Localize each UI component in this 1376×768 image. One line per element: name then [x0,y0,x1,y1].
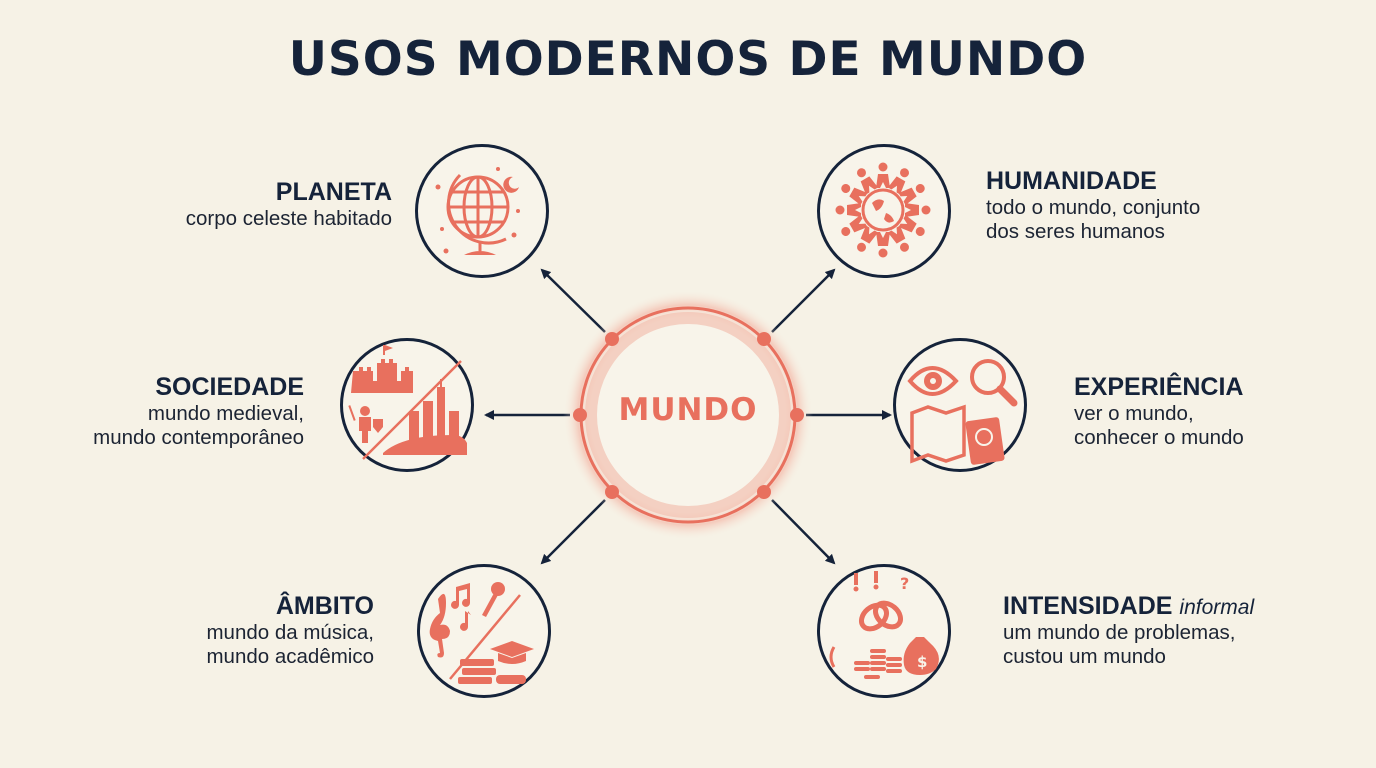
label-ambito: ÂMBITO mundo da música, mundo acadêmico [206,592,374,670]
description-intensidade-line2: custou um mundo [1003,645,1166,669]
node-experiencia [893,338,1027,472]
center-mundo-label: MUNDO [618,392,758,428]
arrow-planeta [540,268,606,333]
description-ambito-line1: mundo da música, [206,620,374,644]
label-sociedade: SOCIEDADE mundo medieval, mundo contempo… [93,373,304,451]
description-humanidade-line2: dos seres humanos [986,220,1165,244]
label-humanidade: HUMANIDADE todo o mundo, conjunto dos se… [986,167,1200,245]
arrow-intensidade [771,499,836,565]
label-intensidade: INTENSIDADE informal um mundo de problem… [1003,592,1254,670]
node-humanidade [817,144,951,278]
music-and-academic-icon [429,582,534,684]
node-planeta [415,144,549,278]
description-ambito-line2: mundo acadêmico [206,645,374,669]
heading-experiencia: EXPERIÊNCIA [1074,373,1244,401]
description-experiencia-line2: conhecer o mundo [1074,426,1244,450]
tangle-and-money-icon: ? $ [829,571,939,679]
eye-map-passport-icon [907,359,1018,465]
description-experiencia-line1: ver o mundo, [1074,401,1194,425]
node-sociedade [340,338,474,472]
globe-icon [435,167,520,255]
page-title: USOS MODERNOS DE MUNDO [288,32,1088,87]
description-sociedade-line2: mundo contemporâneo [93,426,304,450]
label-planeta: PLANETA corpo celeste habitado [186,178,392,231]
arrow-humanidade [771,268,836,333]
description-planeta: corpo celeste habitado [185,206,392,230]
heading-intensidade-text: INTENSIDADE [1003,592,1173,620]
heading-intensidade: INTENSIDADE informal [1003,592,1254,621]
castle-and-city-icon [348,345,467,460]
heading-ambito: ÂMBITO [275,592,374,620]
svg-text:?: ? [900,574,909,593]
svg-text:$: $ [917,653,927,671]
heading-humanidade: HUMANIDADE [986,167,1157,195]
people-around-globe-icon [835,162,931,258]
heading-sociedade: SOCIEDADE [155,373,304,401]
heading-intensidade-note: informal [1179,596,1255,619]
description-humanidade-line1: todo o mundo, conjunto [986,195,1201,219]
description-sociedade-line1: mundo medieval, [147,401,304,425]
description-intensidade-line1: um mundo de problemas, [1003,620,1236,644]
node-intensidade: ? $ [817,564,951,698]
heading-planeta: PLANETA [275,178,392,206]
label-experiencia: EXPERIÊNCIA ver o mundo, conhecer o mund… [1074,373,1244,451]
node-ambito [417,564,551,698]
arrow-ambito [540,499,606,565]
